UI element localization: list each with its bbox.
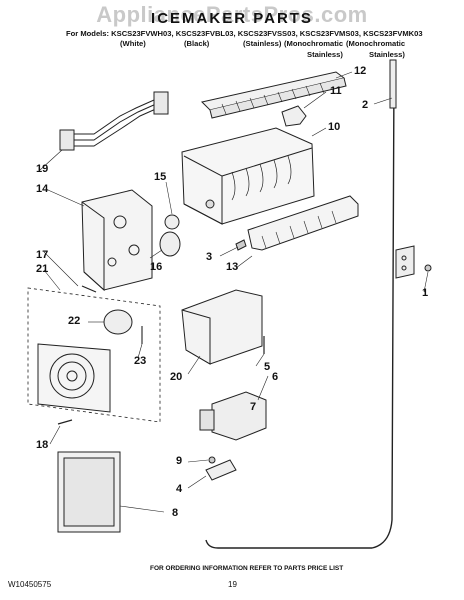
page-title: ICEMAKER PARTS [151, 10, 313, 27]
ice-stripper [247, 195, 359, 251]
cam-part [159, 231, 181, 257]
column-mono-2: (Monochromatic [346, 39, 406, 48]
callout-2: 2 [362, 99, 369, 111]
column-mono-2-line2: Stainless) [369, 50, 405, 59]
callout-1: 1 [422, 287, 429, 299]
callout-19: 19 [36, 163, 49, 175]
callout-10: 10 [328, 121, 341, 133]
callout-11: 11 [330, 85, 342, 97]
ice-tray [181, 289, 263, 365]
column-white: (White) [120, 39, 146, 48]
motor-part [103, 309, 133, 335]
callout-23: 23 [134, 355, 147, 367]
watermark: AppliancePartsPros.com [96, 2, 368, 27]
model-color-columns: (White) (Black) (Stainless) (Monochromat… [0, 39, 464, 63]
water-valve [211, 391, 267, 441]
callout-3: 3 [206, 251, 213, 263]
callout-15: 15 [154, 171, 167, 183]
callout-7: 7 [250, 401, 257, 413]
ordering-note: FOR ORDERING INFORMATION REFER TO PARTS … [150, 565, 344, 572]
page-number: 19 [228, 580, 237, 589]
column-black: (Black) [184, 39, 210, 48]
callout-4: 4 [176, 483, 183, 495]
column-mono-1: (Monochromatic [284, 39, 344, 48]
callout-17: 17 [36, 249, 49, 261]
callout-16: 16 [150, 261, 163, 273]
tube-bracket [395, 245, 415, 279]
column-stainless: (Stainless) [243, 39, 282, 48]
gear-part [164, 214, 180, 230]
callout-8: 8 [172, 507, 179, 519]
callout-22: 22 [68, 315, 81, 327]
clip-part [281, 105, 307, 127]
module-box [27, 287, 161, 423]
models-line: For Models: KSCS23FVWH03, KSCS23FVBL03, … [66, 29, 423, 38]
callout-12: 12 [354, 65, 367, 77]
column-mono-1-line2: Stainless) [307, 50, 343, 59]
callout-14: 14 [36, 183, 49, 195]
callout-13: 13 [226, 261, 239, 273]
callout-5: 5 [264, 361, 271, 373]
callout-6: 6 [272, 371, 279, 383]
wire-harness [70, 99, 155, 135]
control-housing [81, 189, 153, 291]
callout-20: 20 [170, 371, 183, 383]
valve-bracket [205, 459, 237, 481]
doc-number: W10450575 [8, 580, 52, 589]
callout-21: 21 [36, 263, 49, 275]
callout-9: 9 [176, 455, 183, 467]
callout-18: 18 [36, 439, 49, 451]
